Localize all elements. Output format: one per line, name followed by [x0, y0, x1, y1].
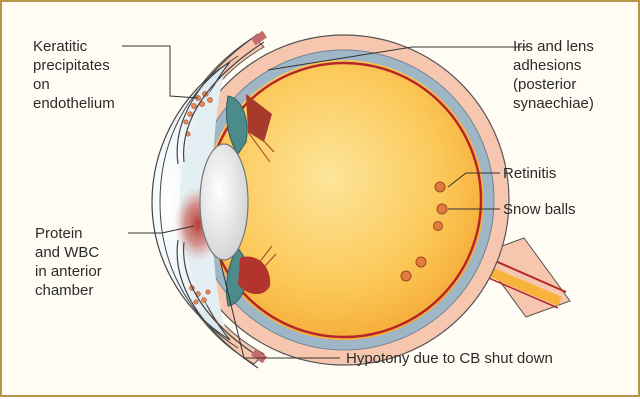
label-protein-wbc: Protein and WBC in anterior chamber: [35, 224, 102, 300]
label-keratitic-precipitates: Keratitic precipitates on endothelium: [33, 37, 115, 113]
label-hypotony: Hypotony due to CB shut down: [346, 349, 553, 368]
label-snow-balls: Snow balls: [503, 200, 576, 219]
lens: [200, 144, 248, 260]
label-iris-lens-adhesions: Iris and lens adhesions (posterior synae…: [513, 37, 594, 113]
label-retinitis: Retinitis: [503, 164, 556, 183]
